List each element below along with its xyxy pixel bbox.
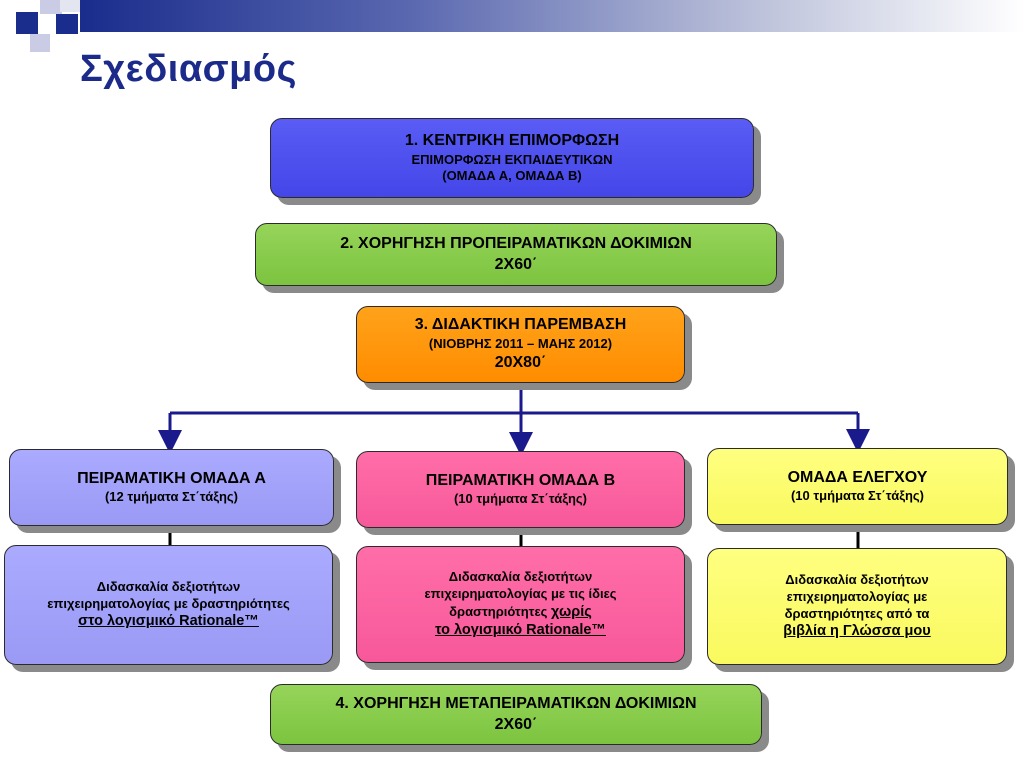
- control-group-name: ΟΜΑΔΑ ΕΛΕΓΧΟΥ: [787, 468, 928, 486]
- control-group-detail-line1: Διδασκαλία δεξιοτήτων: [785, 571, 929, 587]
- stage-4-duration: 2Χ60΄: [494, 715, 538, 733]
- stage-1-subtitle: ΕΠΙΜΟΡΦΩΣΗ ΕΚΠΑΙΔΕΥΤΙΚΩΝ: [411, 151, 613, 167]
- group-b-detail-line1: Διδασκαλία δεξιοτήτων: [448, 568, 593, 584]
- page-title: Σχεδιασμός: [80, 48, 297, 90]
- stage-1-groups: (ΟΜΑΔΑ Α, ΟΜΑΔΑ Β): [442, 168, 582, 184]
- group-a-name: ΠΕΙΡΑΜΑΤΙΚΗ ΟΜΑΔΑ Α: [77, 469, 266, 487]
- stage-3-box: 3. ΔΙΔΑΚΤΙΚΗ ΠΑΡΕΜΒΑΣΗ (ΝΙΟΒΡΗΣ 2011 – Μ…: [356, 306, 685, 383]
- control-group-detail-books: βιβλία η Γλώσσα μου: [783, 623, 931, 640]
- decor-square: [16, 12, 38, 34]
- group-a-detail-software: στο λογισμικό Rationale™: [78, 613, 259, 630]
- stage-3-period: (ΝΙΟΒΡΗΣ 2011 – ΜΑΗΣ 2012): [428, 336, 613, 352]
- control-group-classes: (10 τμήματα Στ΄τάξης): [790, 488, 925, 504]
- control-group-detail-line2: επιχειρηματολογίας με: [786, 588, 928, 604]
- group-b-detail-box: Διδασκαλία δεξιοτήτων επιχειρηματολογίας…: [356, 546, 685, 663]
- stage-3-title: 3. ΔΙΔΑΚΤΙΚΗ ΠΑΡΕΜΒΑΣΗ: [414, 316, 627, 334]
- group-b-name: ΠΕΙΡΑΜΑΤΙΚΗ ΟΜΑΔΑ Β: [425, 471, 616, 489]
- stage-4-box: 4. ΧΟΡΗΓΗΣΗ ΜΕΤΑΠΕΙΡΑΜΑΤΙΚΩΝ ΔΟΚΙΜΙΩΝ 2Χ…: [270, 684, 762, 745]
- stage-2-box: 2. ΧΟΡΗΓΗΣΗ ΠΡΟΠΕΙΡΑΜΑΤΙΚΩΝ ΔΟΚΙΜΙΩΝ 2Χ6…: [255, 223, 777, 286]
- stage-1-title: 1. ΚΕΝΤΡΙΚΗ ΕΠΙΜΟΡΦΩΣΗ: [404, 131, 620, 149]
- group-b-detail-line2: επιχειρηματολογίας με τις ίδιες: [424, 585, 617, 601]
- group-a-classes: (12 τμήματα Στ΄τάξης): [104, 489, 239, 505]
- group-b-detail-activities: δραστηριότητες: [449, 603, 552, 619]
- group-a-detail-box: Διδασκαλία δεξιοτήτων επιχειρηματολογίας…: [4, 545, 333, 665]
- group-a-box: ΠΕΙΡΑΜΑΤΙΚΗ ΟΜΑΔΑ Α (12 τμήματα Στ΄τάξης…: [9, 449, 334, 526]
- group-b-detail-software: το λογισμικό Rationale™: [435, 622, 606, 639]
- control-group-detail-line3: δραστηριότητες από τα: [784, 605, 930, 621]
- group-b-detail-line3: δραστηριότητες χωρίς: [449, 603, 592, 622]
- stage-2-title: 2. ΧΟΡΗΓΗΣΗ ΠΡΟΠΕΙΡΑΜΑΤΙΚΩΝ ΔΟΚΙΜΙΩΝ: [340, 234, 692, 252]
- decor-square: [40, 0, 62, 14]
- decor-square: [60, 0, 80, 12]
- stage-2-duration: 2Χ60΄: [494, 255, 538, 273]
- stage-1-box: 1. ΚΕΝΤΡΙΚΗ ΕΠΙΜΟΡΦΩΣΗ ΕΠΙΜΟΡΦΩΣΗ ΕΚΠΑΙΔ…: [270, 118, 754, 198]
- decor-square: [56, 14, 78, 34]
- header-gradient-bar: [80, 0, 1024, 32]
- group-b-box: ΠΕΙΡΑΜΑΤΙΚΗ ΟΜΑΔΑ Β (10 τμήματα Στ΄τάξης…: [356, 451, 685, 528]
- group-b-classes: (10 τμήματα Στ΄τάξης): [453, 491, 588, 507]
- control-group-detail-box: Διδασκαλία δεξιοτήτων επιχειρηματολογίας…: [707, 548, 1007, 665]
- control-group-box: ΟΜΑΔΑ ΕΛΕΓΧΟΥ (10 τμήματα Στ΄τάξης): [707, 448, 1008, 525]
- decor-square: [30, 34, 50, 52]
- group-b-detail-without: χωρίς: [551, 603, 592, 620]
- group-a-detail-line2: επιχειρηματολογίας με δραστηριότητες: [47, 595, 290, 611]
- stage-4-title: 4. ΧΟΡΗΓΗΣΗ ΜΕΤΑΠΕΙΡΑΜΑΤΙΚΩΝ ΔΟΚΙΜΙΩΝ: [335, 694, 697, 712]
- group-a-detail-line1: Διδασκαλία δεξιοτήτων: [96, 578, 241, 594]
- stage-3-duration: 20Χ80΄: [494, 353, 547, 371]
